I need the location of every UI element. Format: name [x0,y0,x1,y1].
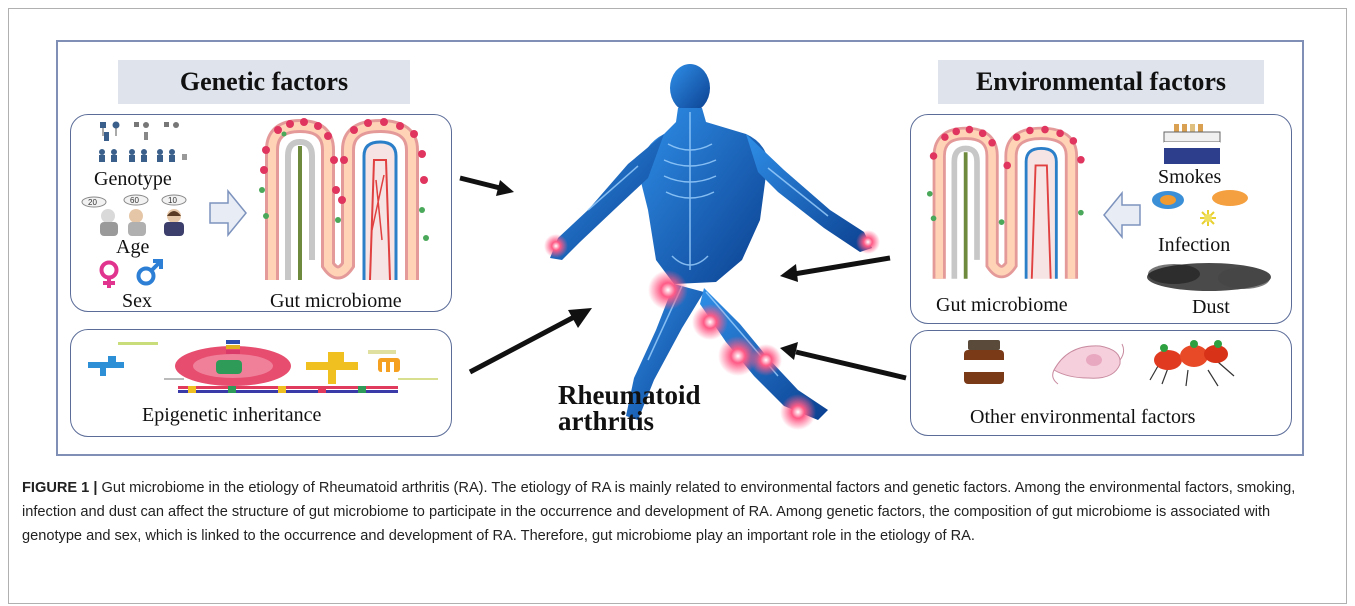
infection-label: Infection [1158,234,1230,257]
infection-microbes-icon [1150,188,1260,228]
genotype-label: Genotype [94,168,172,191]
arrow-other-to-ra [778,342,908,382]
genotype-pedigree-icon [94,118,190,166]
age-number-2: 60 [130,196,139,205]
rheumatoid-arthritis-title: Rheumatoid arthritis [558,382,701,434]
smokes-label: Smokes [1158,166,1221,189]
age-number-1: 20 [88,198,97,207]
right-hollow-arrow-icon [208,188,248,238]
caption-text: Gut microbiome in the etiology of Rheuma… [22,480,1295,544]
medicine-jar-icon [962,338,1006,386]
figure-caption: FIGURE 1 | Gut microbiome in the etiolog… [22,476,1334,548]
sex-label: Sex [122,290,152,313]
female-symbol-icon [94,260,124,290]
cigarette-pack-icon [1160,122,1224,166]
gut-microbiome-villi-left [258,120,438,288]
dust-label: Dust [1192,296,1230,319]
parasite-icon [1048,338,1126,386]
dust-cloud-icon [1144,260,1274,294]
arrow-environmental-to-ra [778,252,892,282]
gut-microbiome-label-right: Gut microbiome [936,294,1068,317]
epigenetic-inheritance-label: Epigenetic inheritance [142,404,321,427]
left-hollow-arrow-icon [1102,190,1142,240]
epigenetic-illustration [78,332,448,402]
red-mites-icon [1148,336,1238,388]
gut-microbiome-label-left: Gut microbiome [270,290,402,313]
age-people-icon: 20 60 10 [78,194,196,236]
male-symbol-icon [134,256,166,288]
environmental-factors-header: Environmental factors [938,60,1264,104]
figure-panel: Genetic factors Environmental factors Ge… [56,40,1304,456]
other-environmental-factors-label: Other environmental factors [970,406,1195,429]
caption-figure-label: FIGURE 1 | [22,480,97,496]
gut-microbiome-villi-right [926,122,1096,292]
age-number-3: 10 [168,196,177,205]
ra-title-line-2: arthritis [558,408,701,434]
ra-title-line-1: Rheumatoid [558,382,701,408]
genetic-factors-header: Genetic factors [118,60,410,104]
